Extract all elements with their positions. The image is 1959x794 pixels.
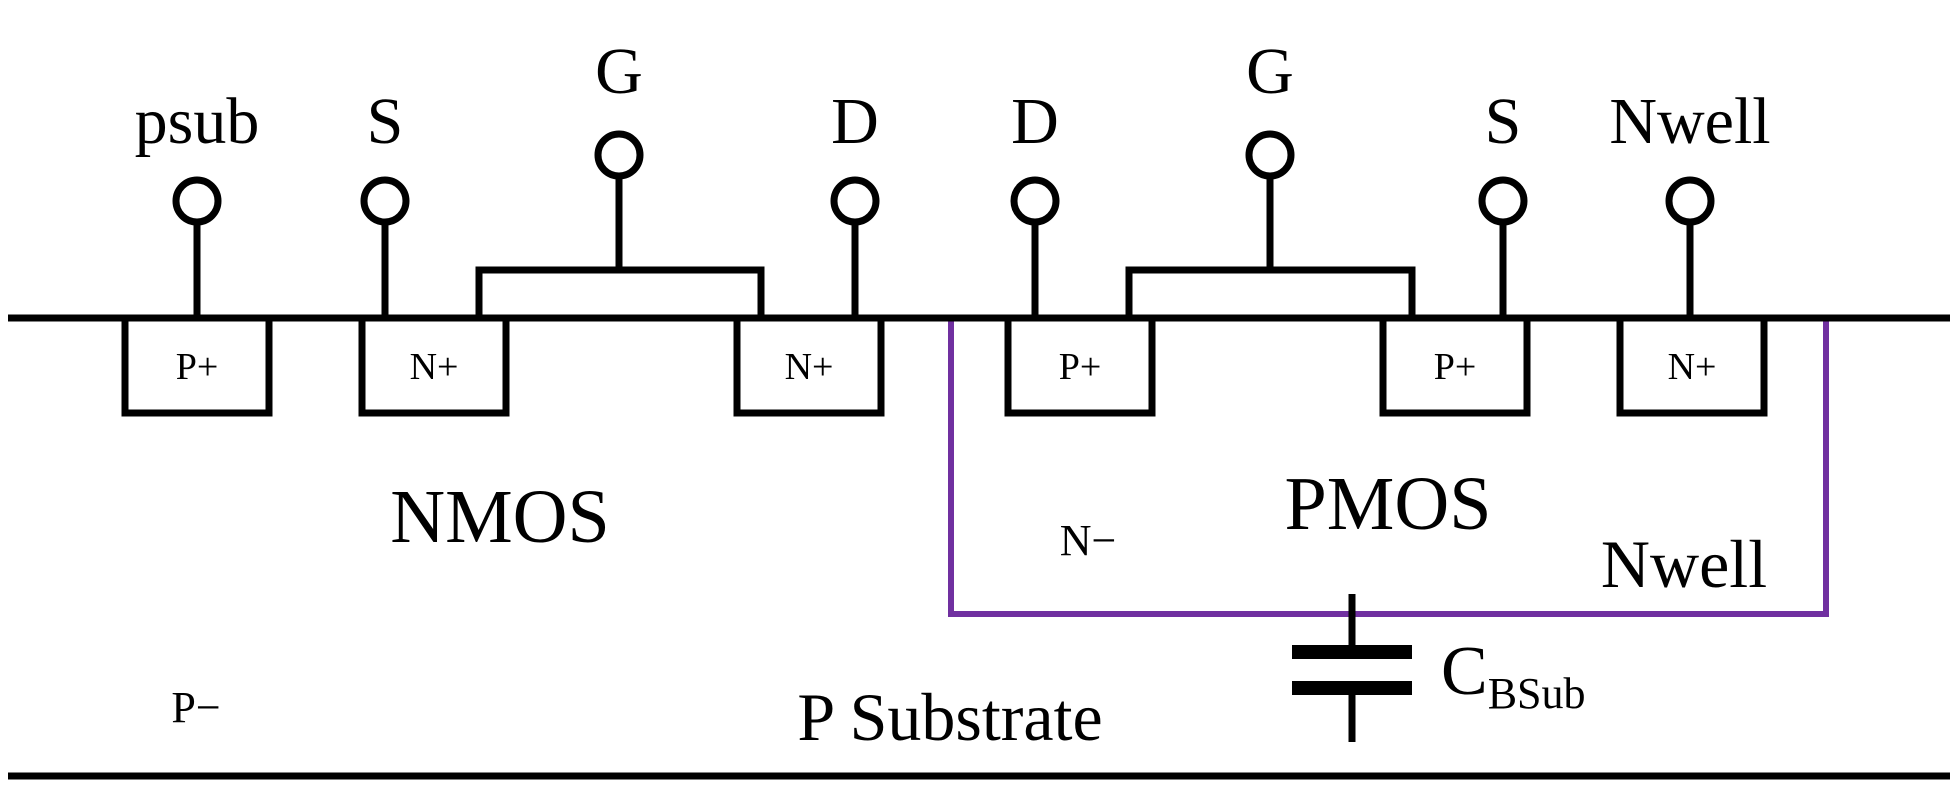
pmos-gate-terminal-label: G bbox=[1246, 35, 1294, 108]
psub-terminal-label: psub bbox=[135, 85, 260, 158]
psub-terminal-pin bbox=[172, 176, 222, 226]
nmos-drain-diffusion bbox=[733, 314, 885, 417]
psub-tap-label: P+ bbox=[176, 346, 219, 388]
nmos-source-terminal-label: S bbox=[367, 85, 404, 158]
nmos-device-label: NMOS bbox=[390, 475, 610, 559]
nmos-source-diffusion-label: N+ bbox=[410, 346, 459, 388]
substrate-region-label: P Substrate bbox=[797, 679, 1102, 755]
nmos-gate-terminal-label: G bbox=[595, 35, 643, 108]
nmos-drain-terminal-label: D bbox=[831, 85, 879, 158]
pmos-drain-terminal-label: D bbox=[1011, 85, 1059, 158]
nwell-region-label: Nwell bbox=[1601, 526, 1767, 602]
pmos-source-terminal-label: S bbox=[1485, 85, 1522, 158]
pmos-drain-diffusion-label: P+ bbox=[1059, 346, 1102, 388]
pmos-source-diffusion-label: P+ bbox=[1434, 346, 1477, 388]
nwell-terminal-pin bbox=[1665, 176, 1715, 226]
pmos-drain-diffusion bbox=[1004, 314, 1156, 417]
nmos-source-diffusion bbox=[358, 314, 510, 417]
capacitor-label-subscript: BSub bbox=[1488, 669, 1586, 718]
psub-tap-diffusion bbox=[121, 314, 273, 417]
pmos-drain-terminal-pin bbox=[1010, 176, 1060, 226]
capacitor-top-plate bbox=[1292, 645, 1412, 659]
nwell-tap-diffusion-label: N+ bbox=[1668, 346, 1717, 388]
nwell-doping-label: N− bbox=[1060, 516, 1117, 565]
nmos-gate-terminal-pin bbox=[594, 130, 644, 180]
pmos-device-label: PMOS bbox=[1285, 462, 1492, 546]
nwell-tap-diffusion bbox=[1616, 314, 1768, 417]
nmos-source-terminal-pin bbox=[360, 176, 410, 226]
capacitor-label-main: C bbox=[1441, 633, 1488, 710]
nmos-drain-diffusion-label: N+ bbox=[785, 346, 834, 388]
pmos-source-diffusion bbox=[1379, 314, 1531, 417]
pmos-source-terminal-pin bbox=[1478, 176, 1528, 226]
pmos-gate-terminal-pin bbox=[1245, 130, 1295, 180]
capacitor-label: CBSub bbox=[1441, 633, 1586, 718]
nmos-gate bbox=[475, 266, 765, 322]
nmos-drain-terminal-pin bbox=[830, 176, 880, 226]
pmos-gate bbox=[1125, 266, 1416, 322]
substrate-doping-label: P− bbox=[171, 683, 220, 732]
nwell-boundary bbox=[948, 320, 1829, 617]
nwell-terminal-label: Nwell bbox=[1609, 85, 1770, 158]
